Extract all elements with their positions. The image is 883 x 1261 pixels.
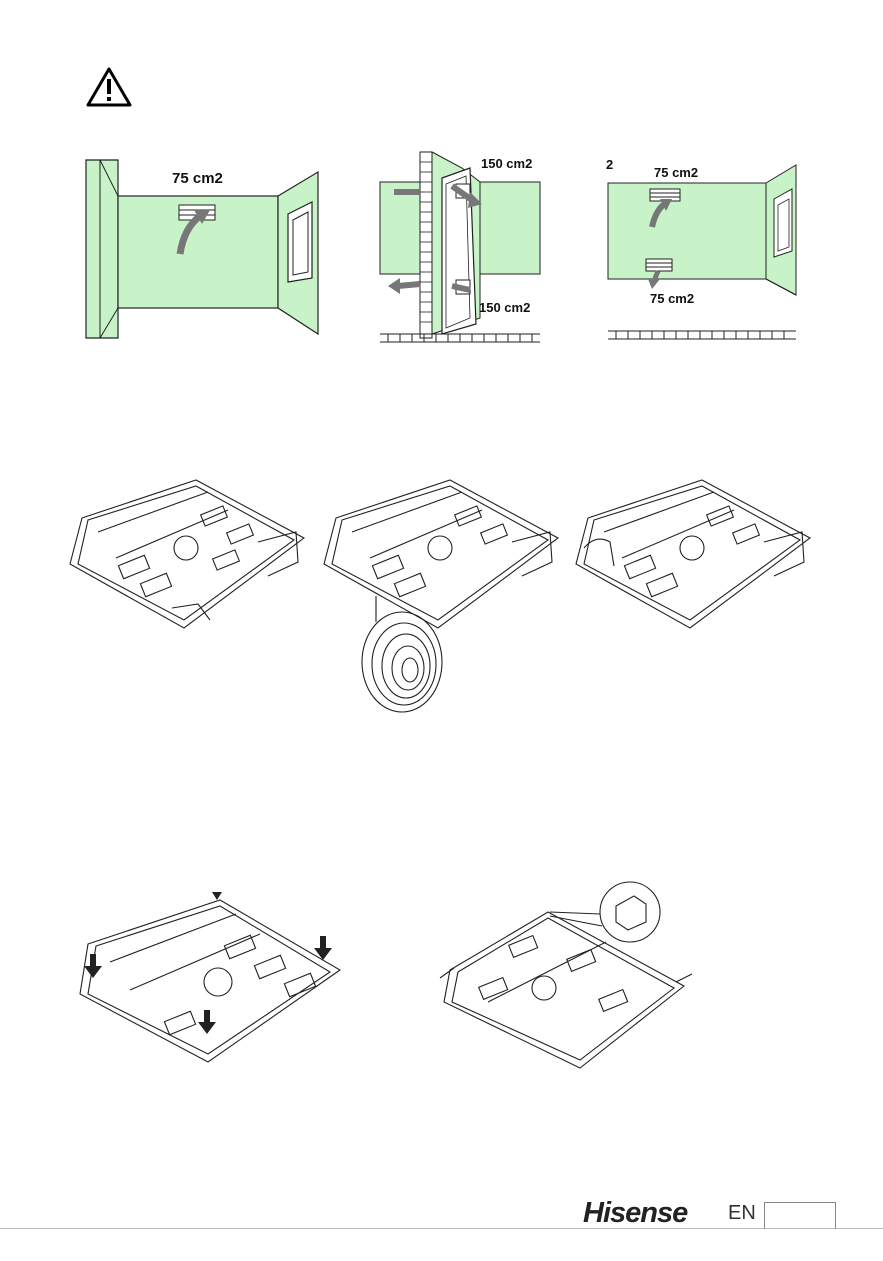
hob-underside-diagram-1 [68, 476, 308, 632]
vent-label-75-top: 75 cm2 [172, 170, 223, 187]
warning-triangle-icon [86, 66, 132, 108]
page-number-box [764, 1202, 836, 1229]
hob-fixing-clip-detail-diagram [440, 882, 710, 1072]
ventilation-diagram-3: 2 75 cm2 75 cm2 [606, 155, 796, 347]
vent-label-150-top: 150 cm2 [481, 156, 532, 171]
brand-logo: Hisense [583, 1197, 687, 1230]
hob-fixing-brackets-diagram [76, 886, 346, 1068]
hob-underside-diagram-2-with-seal [322, 476, 562, 720]
ventilation-diagram-1: 75 cm2 [82, 158, 322, 344]
ventilation-diagram-2: 150 cm2 150 cm2 [380, 148, 545, 346]
vent-label-75-top: 75 cm2 [654, 165, 698, 180]
vent-label-150-bottom: 150 cm2 [479, 300, 530, 315]
language-code: EN [728, 1202, 756, 1225]
footer-divider [0, 1228, 883, 1229]
vent-label-edge: 2 [606, 157, 613, 172]
vent-label-75-bottom: 75 cm2 [650, 291, 694, 306]
hob-underside-diagram-3 [574, 476, 814, 632]
